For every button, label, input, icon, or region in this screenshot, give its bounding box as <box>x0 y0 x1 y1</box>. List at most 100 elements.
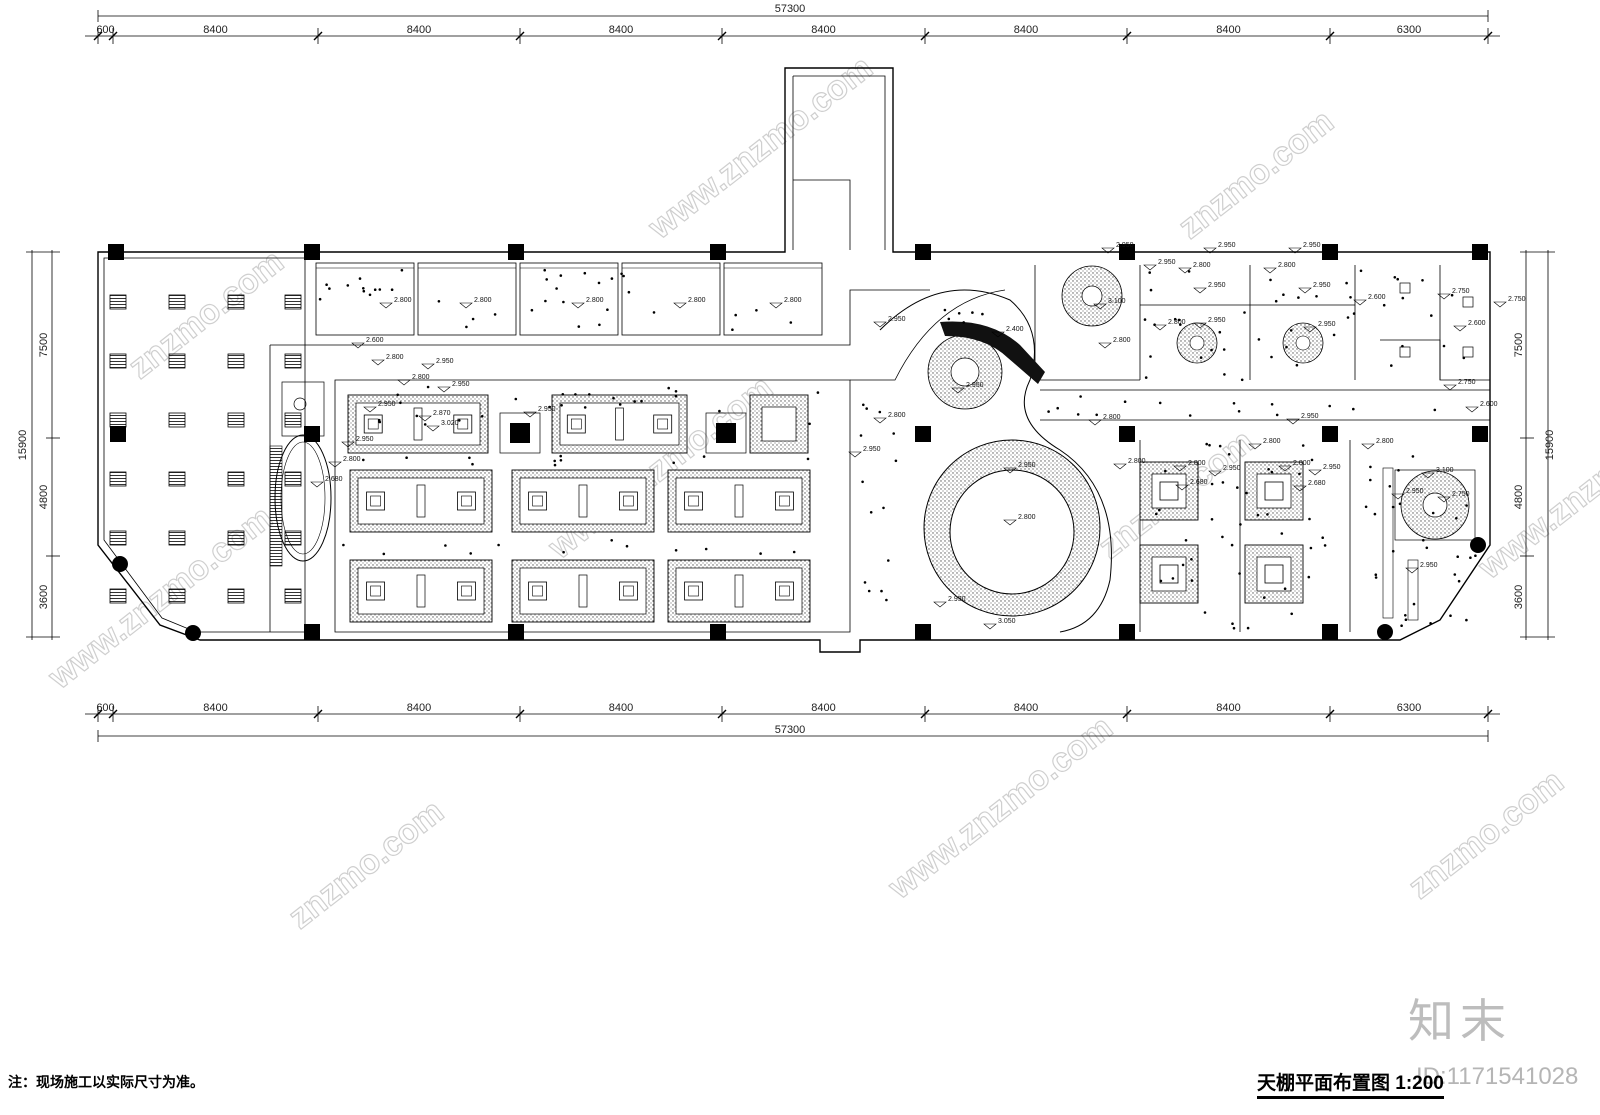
downlight <box>1345 281 1348 285</box>
lightbox <box>499 412 541 454</box>
diffuser-icon <box>1264 481 1284 501</box>
downlight <box>1429 622 1432 625</box>
downlight <box>1173 317 1177 321</box>
downlight <box>1149 288 1153 292</box>
span-dimension-label: 8400 <box>407 702 431 714</box>
downlight <box>1297 296 1300 299</box>
dimension-slash <box>515 31 525 41</box>
right-depth-total: 15900 <box>1544 430 1556 461</box>
level-marker <box>1143 264 1157 271</box>
level-marker <box>1113 463 1127 470</box>
downlight <box>885 598 888 602</box>
downlight <box>894 459 898 463</box>
downlight <box>702 455 706 458</box>
downlight <box>1309 546 1313 550</box>
downlight <box>1199 356 1203 359</box>
diffuser-icon <box>528 581 547 601</box>
downlight <box>543 268 546 272</box>
downlight <box>610 277 614 280</box>
downlight <box>1177 318 1181 322</box>
column <box>915 244 931 260</box>
diffuser-icon <box>366 581 385 601</box>
downlight <box>530 308 534 312</box>
downlight <box>667 386 670 390</box>
downlight <box>468 456 471 460</box>
air-grille <box>227 412 245 428</box>
ceiling-level-label: 2.950 <box>1318 321 1336 328</box>
downlight <box>1155 512 1158 516</box>
level-marker <box>873 321 887 328</box>
downlight <box>1230 543 1234 547</box>
downlight <box>1315 295 1318 298</box>
span-dimension-label: 8400 <box>1014 702 1038 714</box>
downlight <box>562 550 565 554</box>
downlight <box>612 396 615 400</box>
dimension-slash <box>920 31 930 41</box>
column <box>1472 426 1488 442</box>
coffered-ceiling-grid <box>347 394 811 623</box>
downlight <box>1404 618 1408 621</box>
downlight <box>1179 323 1182 326</box>
diffuser-icon <box>684 491 703 511</box>
bottom-dimension-chain <box>85 706 1500 742</box>
downlight <box>1047 410 1050 413</box>
level-marker <box>1003 467 1017 474</box>
ceiling-level-label: 2.950 <box>356 436 374 443</box>
downlight <box>674 549 678 552</box>
air-grille <box>168 412 186 428</box>
diffuser-core <box>688 495 699 507</box>
downlight <box>1159 579 1163 583</box>
downlight <box>1238 572 1241 575</box>
ceiling-level-label: 2.800 <box>888 412 906 419</box>
diffuser-core <box>367 418 379 430</box>
downlight <box>882 506 885 510</box>
dimension-slash <box>93 709 103 719</box>
ceiling-panel <box>519 262 619 336</box>
downlight <box>943 308 947 312</box>
downlight <box>1079 395 1082 398</box>
downlight <box>1411 455 1415 458</box>
vip-coffer-inner <box>1151 473 1187 509</box>
downlight <box>1400 624 1403 627</box>
left-depth-4800: 4800 <box>38 485 50 509</box>
air-grille <box>284 412 302 428</box>
downlight <box>971 311 974 314</box>
ceiling-level-label: 2.800 <box>394 297 412 304</box>
dimension-slash <box>313 709 323 719</box>
right-dimension-chain <box>1520 250 1555 640</box>
left-depth-3600: 3600 <box>38 585 50 609</box>
downlight <box>1056 406 1059 410</box>
level-marker <box>1361 443 1375 450</box>
diffuser-icon <box>366 491 385 511</box>
ceiling-level-label: 2.950 <box>966 382 984 389</box>
downlight <box>1298 472 1301 476</box>
downlight <box>1456 555 1459 558</box>
downlight <box>1158 508 1161 512</box>
right-depth-4800: 4800 <box>1513 485 1525 509</box>
downlight <box>633 400 636 403</box>
column <box>1119 624 1135 640</box>
air-grille <box>168 588 186 604</box>
downlight <box>610 539 613 542</box>
ceiling-panel <box>621 262 721 336</box>
level-marker <box>983 623 997 630</box>
downlight <box>1188 414 1192 417</box>
ceiling-level-label: 2.950 <box>436 358 454 365</box>
downlight <box>362 287 365 290</box>
structural-columns <box>108 244 1488 641</box>
dimension-slash <box>108 709 118 719</box>
downlight <box>390 288 394 292</box>
ceiling-level-label: 2.600 <box>1368 294 1386 301</box>
level-marker <box>1405 567 1419 574</box>
downlight <box>862 403 865 407</box>
level-marker <box>1193 287 1207 294</box>
exhaust-fan-icon <box>1399 346 1411 358</box>
level-marker <box>1308 469 1322 476</box>
ceiling-level-label: 2.950 <box>1218 242 1236 249</box>
dimension-slash <box>717 709 727 719</box>
downlight <box>640 399 643 403</box>
downlight <box>560 404 563 407</box>
downlight <box>1373 512 1377 516</box>
ceiling-panel <box>417 262 517 336</box>
air-grille <box>109 471 127 487</box>
